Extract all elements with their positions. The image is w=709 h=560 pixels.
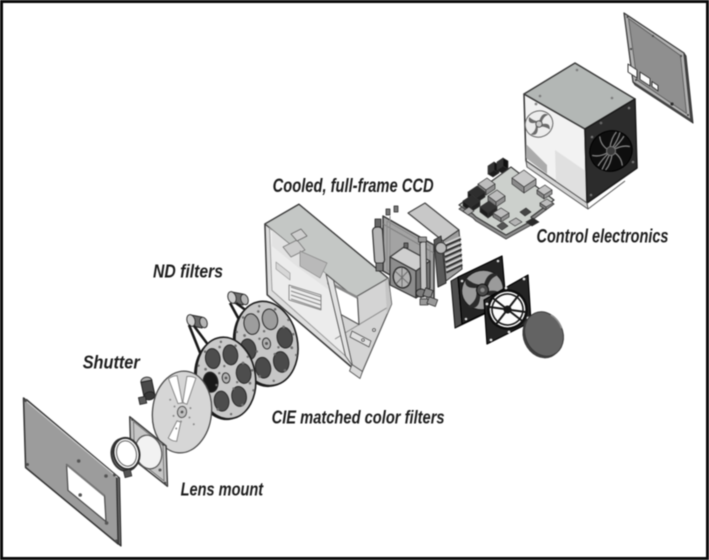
svg-text:Shutter: Shutter	[83, 353, 141, 373]
svg-text:Lens mount: Lens mount	[181, 480, 264, 500]
svg-text:CIE matched color filters: CIE matched color filters	[272, 408, 445, 428]
svg-text:ND filters: ND filters	[153, 262, 223, 282]
svg-text:Control electronics: Control electronics	[537, 227, 669, 248]
svg-text:Cooled, full-frame CCD: Cooled, full-frame CCD	[273, 176, 434, 197]
